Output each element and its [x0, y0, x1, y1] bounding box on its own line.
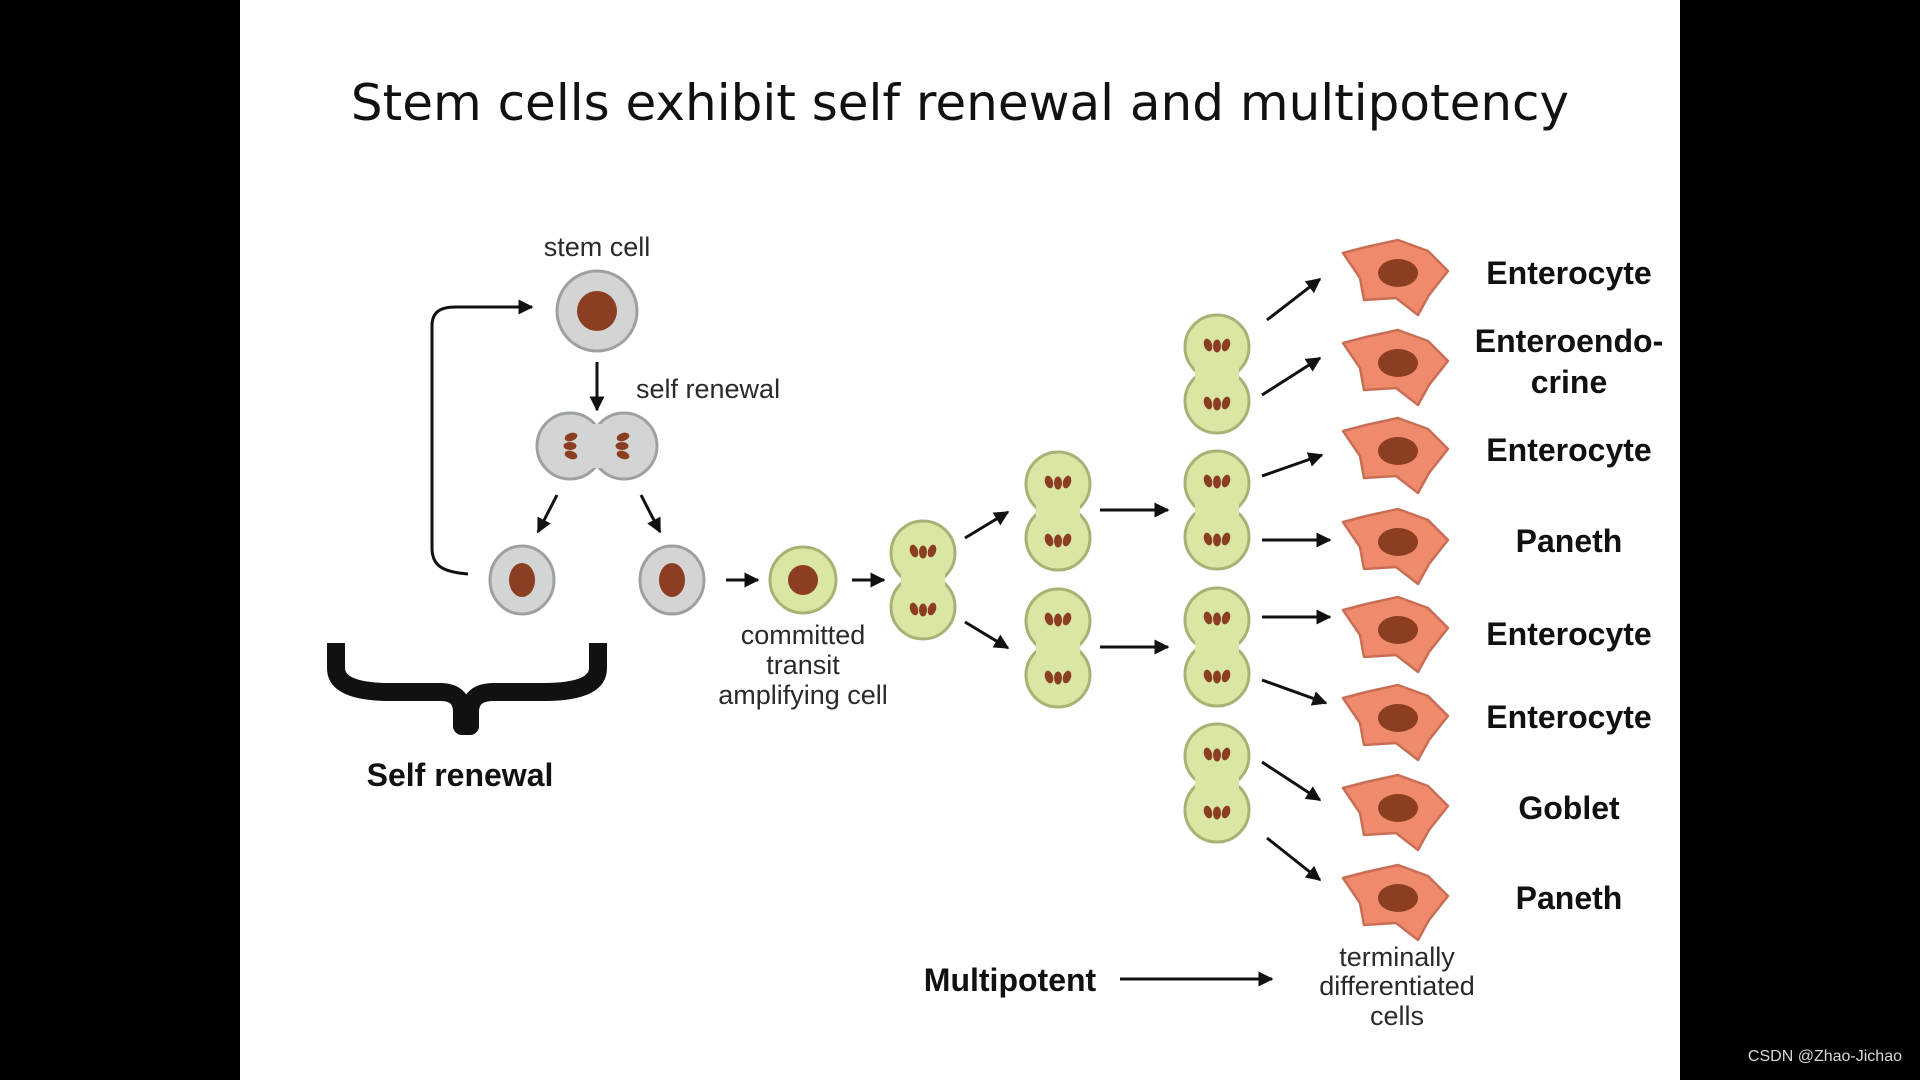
arrow-division-left [536, 494, 559, 534]
arrow-division-right [639, 494, 662, 534]
watermark: CSDN @Zhao-Jichao [1747, 1048, 1902, 1065]
stem-cell-diagram: Stem cells exhibit self renewal and mult… [327, 74, 1663, 1031]
cell-type-label-5: Enterocyte [1486, 616, 1651, 652]
cell-type-label-7: Goblet [1518, 790, 1620, 826]
arrow-to-cell-7 [1261, 760, 1322, 802]
arrow-to-cell-8 [1266, 836, 1322, 882]
slide-title: Stem cells exhibit self renewal and mult… [351, 74, 1569, 132]
arrow-gen1-lower [964, 620, 1010, 650]
committed-cell [768, 545, 838, 615]
committed-label-1: committed [741, 620, 866, 650]
differentiated-cell-8 [1341, 863, 1450, 942]
committed-label-3: amplifying cell [718, 680, 888, 710]
differentiated-cell-1 [1341, 238, 1450, 317]
differentiated-cell-2 [1341, 328, 1450, 407]
cell-type-label-1: Enterocyte [1486, 255, 1651, 291]
committed-label-2: transit [766, 650, 840, 680]
differentiated-cell-7 [1341, 773, 1450, 852]
self-renewal-step-label: self renewal [636, 374, 780, 404]
stem-cell-label: stem cell [544, 232, 651, 262]
terminal-label-2: differentiated [1319, 971, 1475, 1001]
cell-type-label-4: Paneth [1516, 523, 1623, 559]
cell-type-label-8: Paneth [1516, 880, 1623, 916]
terminal-label-1: terminally [1339, 942, 1455, 972]
transit-cell-gen1 [891, 521, 955, 639]
transit-cell-gen3-1 [1185, 315, 1249, 433]
dividing-stem-cell [535, 411, 659, 481]
differentiated-cell-5 [1341, 595, 1450, 674]
cell-type-label-6: Enterocyte [1486, 699, 1651, 735]
differentiated-cell-4 [1341, 507, 1450, 586]
differentiated-cell-3 [1341, 416, 1450, 495]
daughter-stem-cell-right [638, 544, 706, 616]
transit-cell-gen3-4 [1185, 724, 1249, 842]
self-renewal-brace [327, 643, 607, 735]
transit-cell-gen2-upper [1026, 452, 1090, 570]
self-renewal-label: Self renewal [367, 757, 554, 793]
self-renewal-loop-arrow [430, 299, 534, 576]
terminal-label-3: cells [1370, 1001, 1424, 1031]
multipotent-label: Multipotent [924, 962, 1097, 998]
transit-cell-gen3-2 [1185, 451, 1249, 569]
arrow-to-cell-3 [1261, 452, 1324, 478]
cell-type-label-2: Enteroendo- [1475, 323, 1663, 359]
slide: Stem cells exhibit self renewal and mult… [240, 0, 1680, 1080]
differentiated-cell-6 [1341, 683, 1450, 762]
daughter-stem-cell-left [488, 544, 556, 616]
arrow-to-cell-6 [1261, 678, 1328, 706]
transit-cell-gen2-lower [1026, 589, 1090, 707]
arrow-gen1-upper [964, 510, 1010, 540]
arrow-to-cell-1 [1266, 277, 1322, 322]
transit-cell-gen3-3 [1185, 588, 1249, 706]
stem-cell [555, 269, 639, 353]
cell-type-label-2b: crine [1531, 364, 1607, 400]
arrow-to-cell-2 [1261, 356, 1322, 397]
cell-type-label-3: Enterocyte [1486, 432, 1651, 468]
